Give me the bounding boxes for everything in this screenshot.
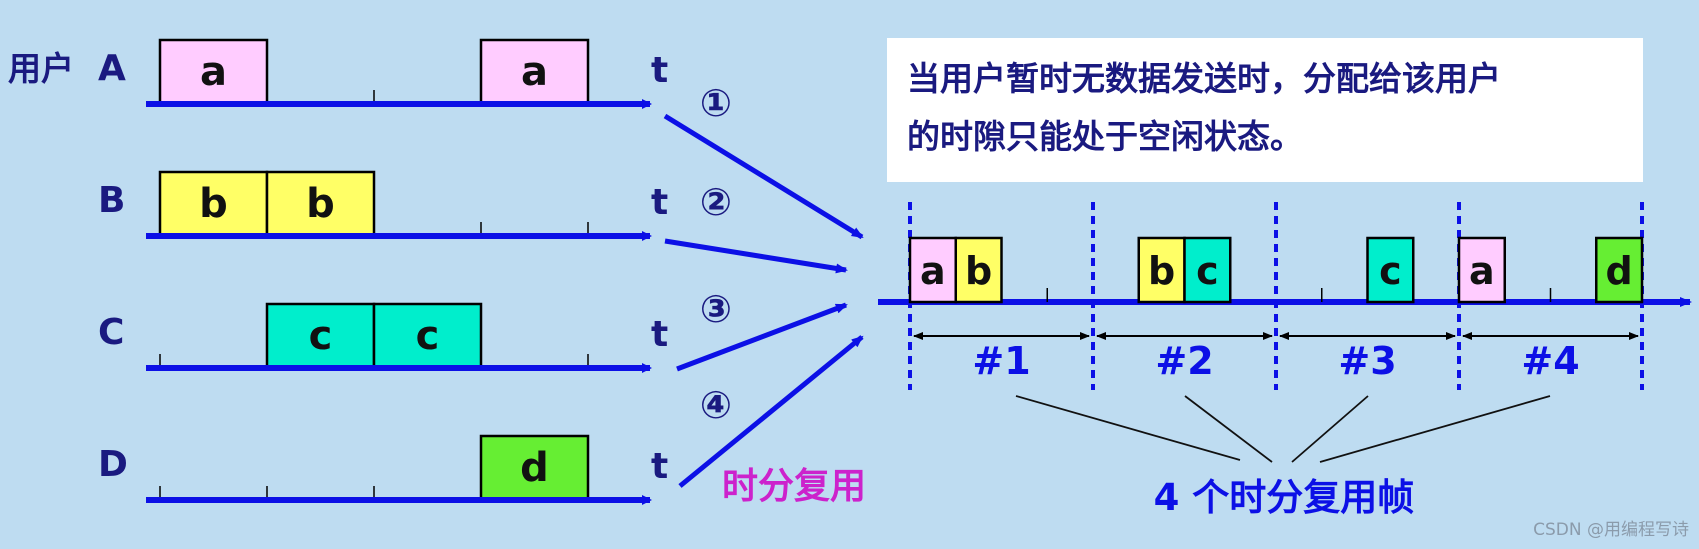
frame-slot-box-a [1457, 236, 1506, 304]
slot-label-a: a [200, 49, 227, 95]
user-prefix-label: 用户 [8, 49, 74, 88]
frame-slot-label-c: c [1379, 249, 1402, 293]
mux-arrow-3 [676, 302, 848, 372]
time-axis-label: t [651, 182, 668, 223]
caption-connector [1291, 395, 1369, 463]
frame-slot-label-b: b [1148, 249, 1175, 293]
slot-label-b: b [306, 181, 335, 227]
frame-slot-label-b: b [965, 249, 992, 293]
frame-slot-box-b [954, 236, 1003, 304]
frames-caption: 4 个时分复用帧 [1154, 476, 1415, 519]
slot-box-b [265, 170, 376, 238]
time-axis-label: t [651, 50, 668, 91]
frame-slot-box-c [1366, 236, 1415, 304]
frame-slot-label-c: c [1196, 249, 1219, 293]
arrow-number-4: ④ [700, 383, 732, 427]
frame-slot-box-c [1183, 236, 1232, 304]
user-label-b: B [98, 180, 125, 221]
arrow-number-1: ① [700, 81, 732, 125]
idle-slot-note: 当用户暂时无数据发送时，分配给该用户 的时隙只能处于空闲状态。 [887, 38, 1643, 182]
slot-label-c: c [309, 313, 333, 359]
mux-arrow-2 [664, 238, 848, 274]
note-line-2: 的时隙只能处于空闲状态。 [907, 117, 1303, 156]
slot-label-b: b [199, 181, 228, 227]
frame-slot-label-d: d [1606, 249, 1633, 293]
user-label-a: A [98, 48, 126, 89]
frame-slot-label-a: a [1469, 249, 1495, 293]
mux-arrow-1 [663, 113, 864, 240]
frame-label-3: #3 [1338, 339, 1396, 383]
note-line-1: 当用户暂时无数据发送时，分配给该用户 [907, 59, 1501, 98]
frame-slot-box-d [1595, 236, 1644, 304]
tdm-label: 时分复用 [722, 466, 866, 507]
time-axis-label: t [651, 314, 668, 355]
user-label-c: C [98, 312, 124, 353]
slot-label-c: c [416, 313, 440, 359]
frame-label-2: #2 [1155, 339, 1213, 383]
caption-connector [1015, 395, 1241, 461]
arrow-number-3: ③ [700, 287, 732, 331]
user-label-d: D [98, 444, 128, 485]
frame-label-1: #1 [972, 339, 1030, 383]
arrow-number-2: ② [700, 180, 732, 224]
caption-connector [1319, 395, 1551, 463]
frame-slot-label-a: a [920, 249, 946, 293]
caption-connector [1184, 395, 1273, 463]
slot-label-d: d [520, 445, 549, 491]
time-axis-label: t [651, 446, 668, 487]
frame-label-4: #4 [1521, 339, 1579, 383]
slot-box-c [372, 302, 483, 370]
mux-arrow-4 [678, 335, 864, 488]
watermark: CSDN @用编程写诗 [1533, 520, 1689, 540]
frame-slot-box-a [908, 236, 957, 304]
slot-label-a: a [521, 49, 548, 95]
